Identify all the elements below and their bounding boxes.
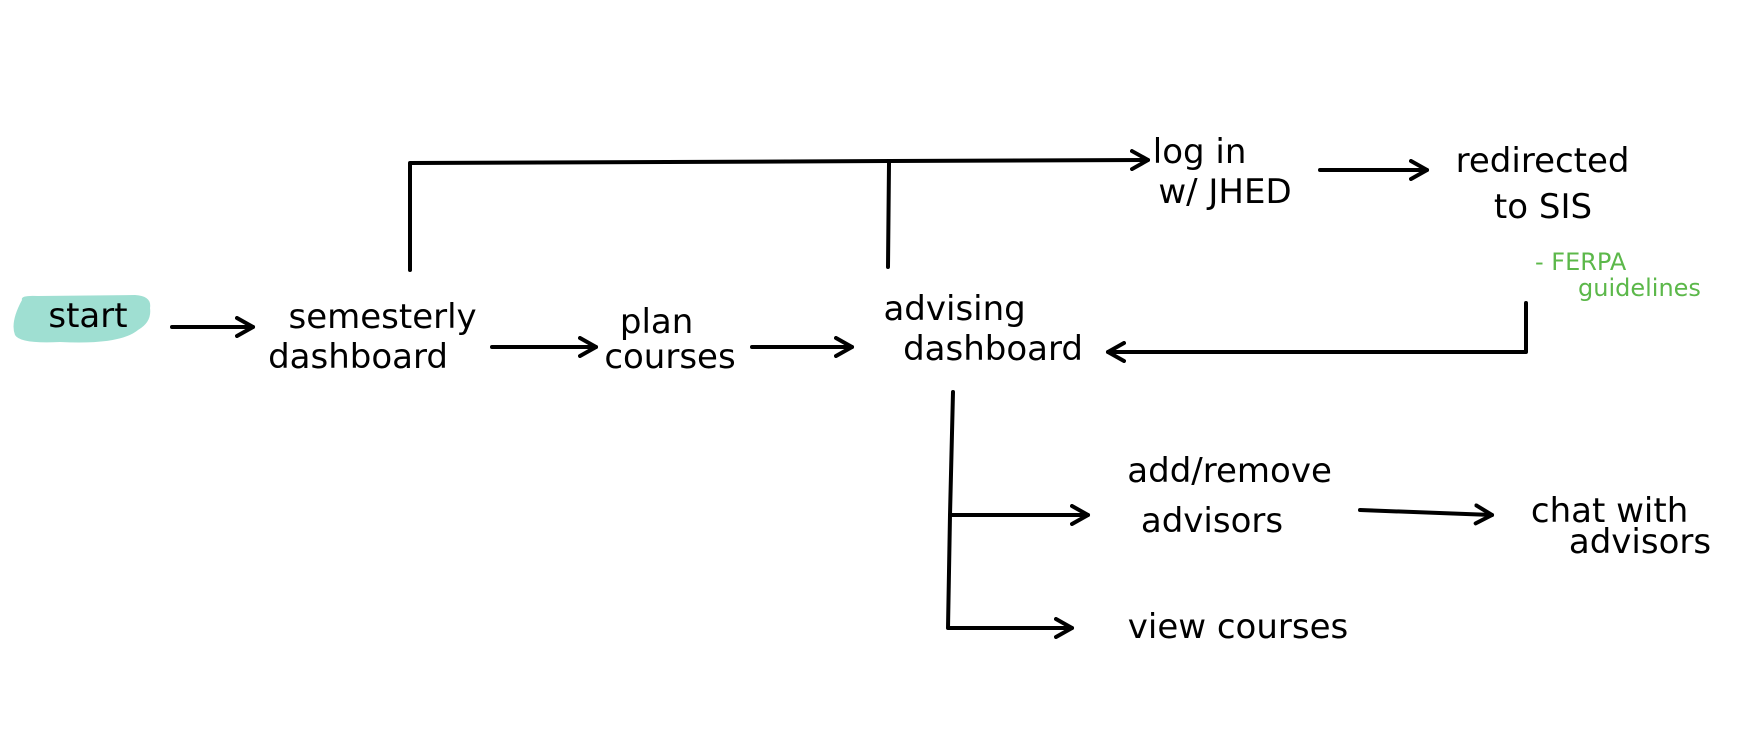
node-chat-with-advisors: chat with advisors [1531, 491, 1711, 562]
edge-advising-to-view-courses [946, 513, 1074, 639]
node-plan-courses: plan courses [604, 302, 735, 377]
node-advising-dashboard: advising dashboard [883, 289, 1082, 369]
edge-redirected-to-advising [1106, 301, 1528, 363]
node-start: start [48, 296, 127, 336]
node-log-in: log in w/ JHED [1153, 132, 1292, 212]
note-ferpa: - FERPA guidelines [1535, 248, 1701, 302]
node-redirected-to-sis: redirected to SIS [1456, 141, 1641, 227]
edge-advising-to-add-remove [948, 390, 1090, 526]
edge-advising-to-login-branch [886, 161, 891, 269]
node-add-remove-advisors: add/remove advisors [1127, 451, 1342, 541]
start-highlight [13, 295, 151, 343]
edge-add-remove-to-chat [1358, 503, 1494, 526]
edge-semesterly-to-login [408, 149, 1150, 272]
node-view-courses: view courses [1128, 607, 1348, 647]
node-semesterly-dashboard: semesterly dashboard [268, 297, 487, 377]
